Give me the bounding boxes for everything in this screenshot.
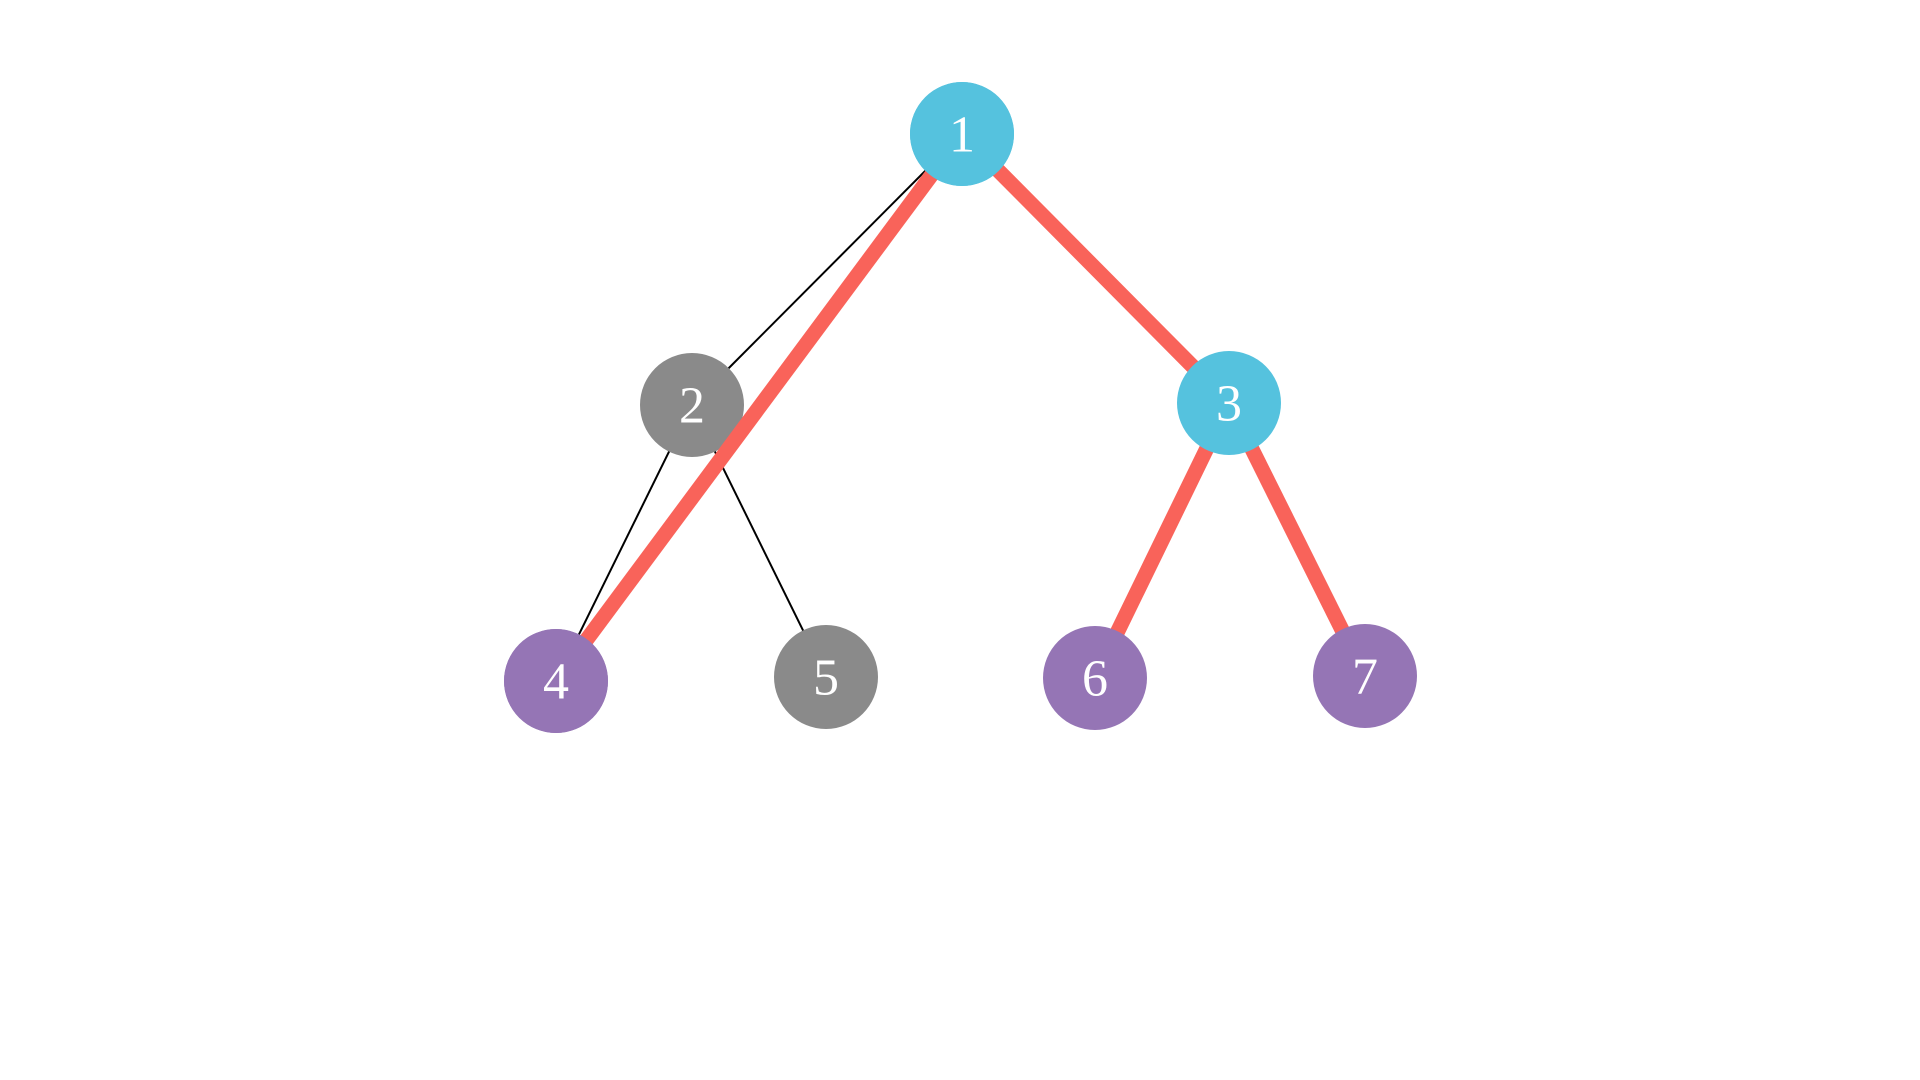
node-4-top[interactable]	[504, 629, 608, 733]
node-label-1: 1	[949, 107, 975, 164]
edge-2-5	[712, 447, 806, 635]
edge-2-4	[576, 447, 672, 639]
edge-1-2	[725, 167, 929, 372]
node-label-7: 7	[1352, 649, 1378, 706]
edge-3-7	[1243, 442, 1351, 637]
node-label-4: 4	[543, 654, 569, 711]
node-label-5: 5	[813, 650, 839, 707]
node-2[interactable]	[640, 353, 744, 457]
thick-edges-group	[990, 162, 1351, 639]
edge-1-4-overlay	[578, 168, 940, 647]
node-7[interactable]	[1313, 624, 1417, 728]
thin-edges-group	[576, 167, 929, 639]
node-label-6: 6	[1082, 651, 1108, 708]
edge-1-3	[990, 162, 1201, 375]
node-3[interactable]	[1177, 351, 1281, 455]
overlay-edges-group	[578, 168, 940, 647]
node-labels-group: 1 2 3 4 5 6 7	[543, 107, 1378, 711]
node-6[interactable]	[1043, 626, 1147, 730]
node-label-3: 3	[1216, 376, 1242, 433]
nodes-over-group	[504, 82, 1014, 733]
edge-3-6	[1109, 442, 1215, 639]
node-5[interactable]	[774, 625, 878, 729]
node-label-2: 2	[679, 378, 705, 435]
node-1-top[interactable]	[910, 82, 1014, 186]
